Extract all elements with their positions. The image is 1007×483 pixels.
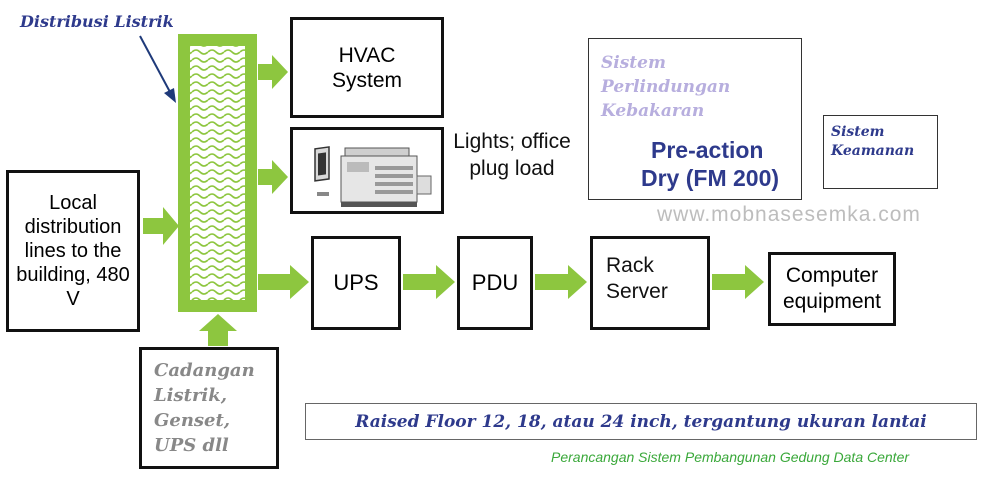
- fire-item-pre-action: Pre-action: [651, 137, 764, 163]
- backup-power-box: Cadangan Listrik, Genset, UPS dll: [139, 347, 279, 469]
- arrow-panel-to-ups: [258, 265, 309, 299]
- arrow-panel-to-hvac: [258, 55, 288, 89]
- fire-protection-box: Sistem Perlindungan Kebakaran Pre-action…: [588, 38, 802, 200]
- ups-box: UPS: [311, 236, 401, 330]
- rack-server-label: Rack Server: [606, 254, 668, 303]
- arrow-pdu-to-rack: [535, 265, 587, 299]
- footer-caption: Perancangan Sistem Pembangunan Gedung Da…: [551, 449, 910, 465]
- fire-item-dry-fm200: Dry (FM 200): [641, 165, 780, 191]
- hvac-box: HVAC System: [290, 17, 444, 118]
- office-equipment-box: [290, 127, 444, 214]
- arrow-rack-to-computer: [712, 265, 764, 299]
- arrow-panel-to-lights: [258, 160, 288, 194]
- ups-label: UPS: [333, 270, 379, 295]
- local-distribution-box: Local distribution lines to the building…: [6, 170, 140, 332]
- diagram-title: Distribusi Listrik: [20, 12, 174, 31]
- lights-label: Lights; office plug load: [453, 130, 571, 180]
- arrow-local-to-panel: [143, 207, 179, 245]
- fire-protection-title: Sistem Perlindungan Kebakaran: [601, 53, 731, 121]
- arrow-backup-to-panel: [199, 314, 237, 346]
- pdu-box: PDU: [457, 236, 533, 330]
- computer-equipment-box: Computer equipment: [768, 252, 896, 326]
- computer-equipment-label: Computer equipment: [782, 264, 882, 313]
- distribution-panel: [178, 34, 257, 312]
- backup-power-label: Cadangan Listrik, Genset, UPS dll: [154, 360, 255, 456]
- raised-floor-box: Raised Floor 12, 18, atau 24 inch, terga…: [305, 403, 977, 440]
- pdu-label: PDU: [471, 270, 519, 295]
- local-distribution-label: Local distribution lines to the building…: [16, 192, 130, 310]
- raised-floor-label: Raised Floor 12, 18, atau 24 inch, terga…: [355, 411, 927, 432]
- rack-server-box: Rack Server: [590, 236, 710, 330]
- security-label: Sistem Keamanan: [831, 124, 915, 159]
- watermark-text: www.mobnasesemka.com: [657, 203, 921, 226]
- title-pointer-arrow: [139, 35, 176, 103]
- copier-icon: [314, 146, 432, 207]
- arrow-ups-to-pdu: [403, 265, 455, 299]
- security-box: Sistem Keamanan: [823, 115, 938, 189]
- hvac-label: HVAC System: [331, 43, 402, 92]
